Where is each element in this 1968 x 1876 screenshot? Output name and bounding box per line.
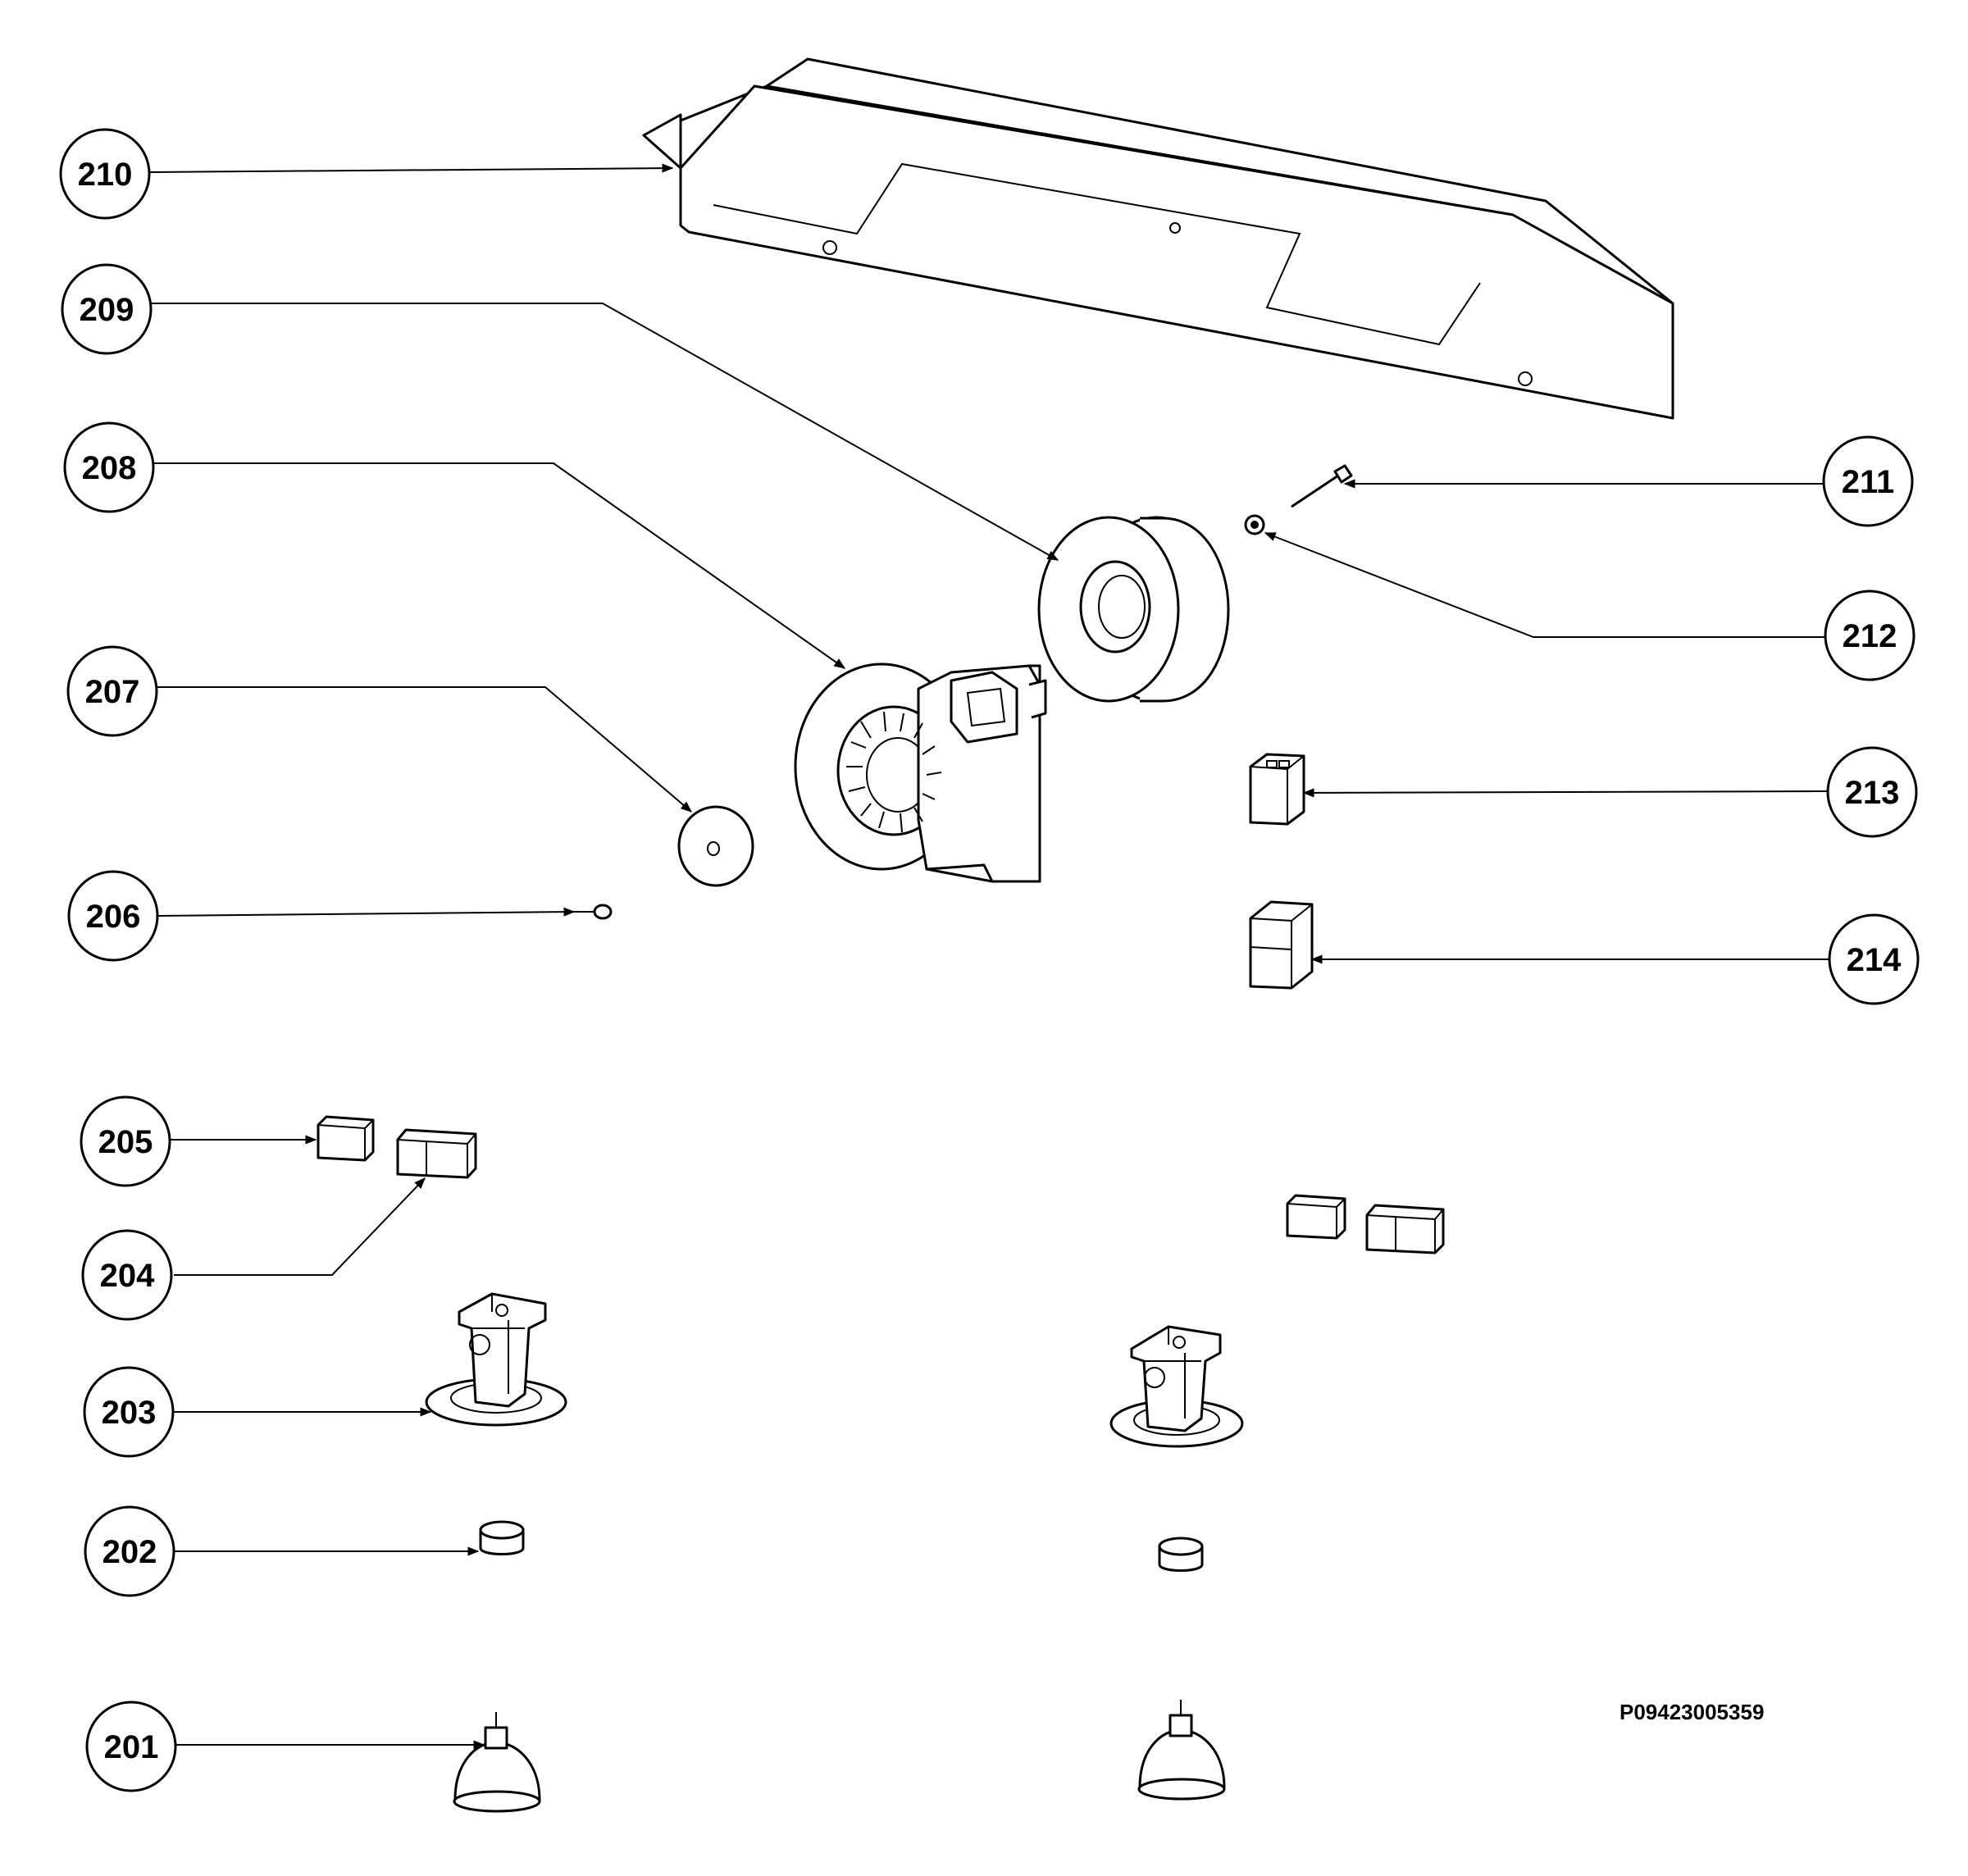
part-203-lamp-holder	[425, 1292, 567, 1427]
callout-201[interactable]: 201	[85, 1701, 177, 1792]
callout-203[interactable]: 203	[83, 1366, 175, 1458]
part-202-spacer	[479, 1520, 525, 1555]
callout-202[interactable]: 202	[84, 1505, 175, 1597]
part-207-washer	[677, 805, 754, 887]
part-214-connector	[1249, 900, 1314, 990]
callout-208[interactable]: 208	[63, 421, 155, 513]
halogen-bulb-right	[1137, 1700, 1226, 1801]
leader-212	[1264, 532, 1826, 638]
part-209-round-disc	[1037, 516, 1230, 703]
leader-208	[154, 462, 846, 669]
leader-lines	[148, 163, 1829, 1750]
callout-209-label: 209	[80, 292, 134, 328]
connector-pair-right	[1286, 1194, 1445, 1254]
callout-201-label: 201	[104, 1729, 159, 1765]
part-201-halogen-bulb	[453, 1712, 541, 1813]
callout-212[interactable]: 212	[1824, 590, 1916, 681]
part-205-connector	[317, 1115, 375, 1162]
part-212-nut	[1244, 514, 1265, 535]
part-213-connector	[1249, 753, 1305, 826]
callout-211[interactable]: 211	[1822, 435, 1914, 527]
callout-206-label: 206	[86, 899, 141, 935]
callout-212-label: 212	[1843, 618, 1897, 654]
callout-211-label: 211	[1842, 464, 1895, 500]
callout-207-label: 207	[85, 674, 140, 710]
leader-213	[1302, 788, 1828, 798]
part-210-hood-cover	[642, 57, 1674, 420]
callout-214[interactable]: 214	[1828, 913, 1920, 1005]
callout-205[interactable]: 205	[80, 1095, 171, 1187]
callout-203-label: 203	[102, 1395, 157, 1431]
leader-210	[148, 163, 674, 173]
callout-204[interactable]: 204	[81, 1229, 173, 1321]
drawing-code: P09423005359	[1620, 1700, 1764, 1724]
callout-205-label: 205	[98, 1124, 153, 1160]
callout-204-label: 204	[100, 1258, 155, 1294]
spacer-right	[1158, 1537, 1204, 1572]
part-208-blower-motor	[794, 663, 1047, 883]
leader-204	[174, 1177, 426, 1276]
leader-206	[155, 907, 576, 917]
part-211-bolt	[1291, 464, 1353, 508]
callout-206[interactable]: 206	[67, 870, 159, 962]
callout-214-label: 214	[1847, 942, 1902, 978]
callout-202-label: 202	[102, 1534, 157, 1570]
leader-207	[157, 686, 693, 813]
callout-210[interactable]: 210	[59, 128, 151, 220]
callout-208-label: 208	[82, 450, 137, 486]
callout-210-label: 210	[78, 157, 133, 193]
part-204-connector	[396, 1128, 477, 1179]
callout-207[interactable]: 207	[66, 645, 158, 737]
part-206-screw	[566, 904, 613, 920]
leader-209	[152, 303, 1059, 561]
callout-213[interactable]: 213	[1826, 746, 1918, 838]
callout-209[interactable]: 209	[61, 263, 153, 355]
lamp-holder-right	[1109, 1325, 1244, 1448]
callout-213-label: 213	[1845, 775, 1900, 811]
